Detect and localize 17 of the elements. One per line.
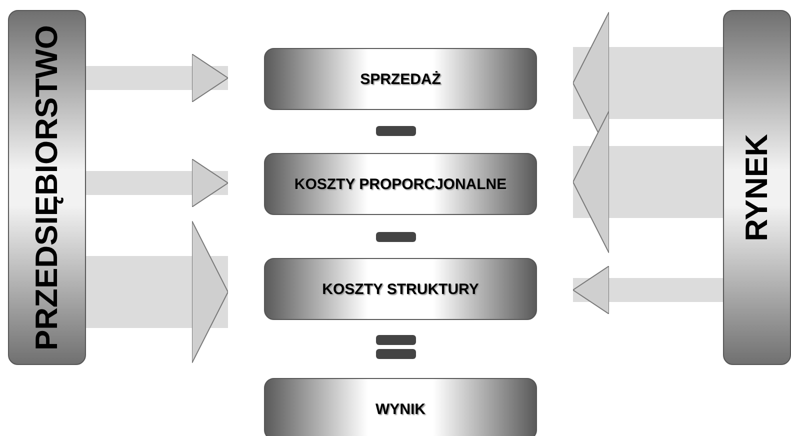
block-arrow: [572, 266, 723, 314]
block-arrow: [86, 158, 228, 208]
side-bar: [8, 10, 86, 365]
block-arrow: [86, 220, 228, 364]
node-label: RYNEK: [739, 134, 775, 242]
node-label: WYNIK: [376, 400, 426, 420]
node-label: KOSZTY STRUKTURY: [322, 280, 479, 300]
node-label: PRZEDSIĘBIORSTWO: [29, 24, 65, 350]
process-box: [264, 48, 537, 110]
block-arrow: [572, 110, 723, 254]
process-box: [264, 153, 537, 215]
side-bar: [723, 10, 791, 365]
process-box: [264, 258, 537, 320]
process-box: [264, 378, 537, 436]
block-arrow: [86, 54, 228, 102]
node-label: SPRZEDAŻ: [360, 70, 441, 90]
node-label: KOSZTY PROPORCJONALNE: [294, 174, 507, 194]
